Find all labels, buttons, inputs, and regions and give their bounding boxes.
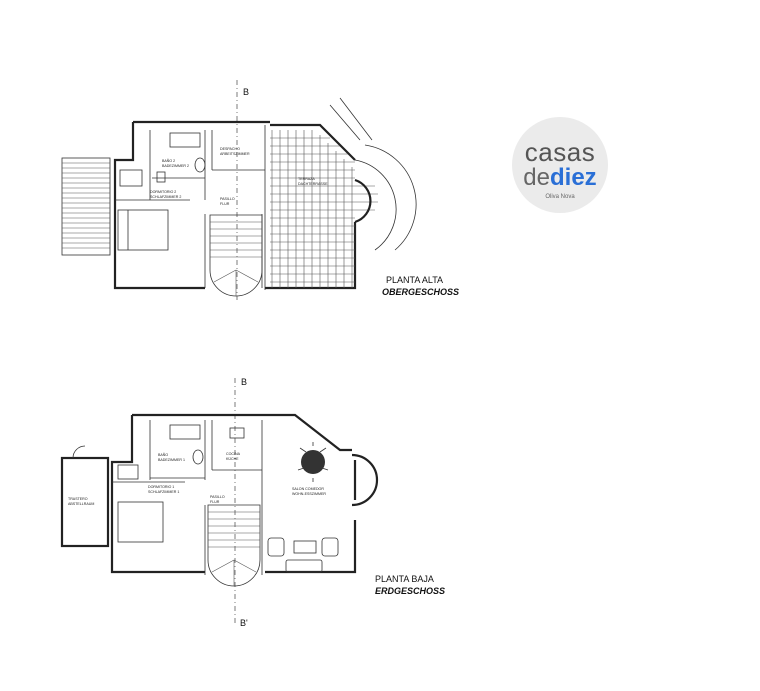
wardrobe [119,169,143,187]
room-label: COCINA [226,452,241,456]
room-label: BADEZIMMER 1 [158,458,185,462]
floor-subtitle: OBERGESCHOSS [382,287,459,297]
terrace-tiles [270,130,378,288]
logo-diez: diez [550,164,597,191]
logo-location: Oliva Nova [545,194,575,200]
room-label: SCHLAFZIMMER 2 [150,195,181,199]
floor-title: PLANTA ALTA [386,275,443,285]
staircase [209,214,263,297]
room-label: PASILLO [210,495,225,499]
armchair [267,537,285,557]
section-mark-bottom: B' [240,618,248,628]
room-label: DORMITORIO 1 [148,485,174,489]
room-label: FLUR [210,500,220,504]
floor-title: PLANTA BAJA [375,574,434,584]
room-label: ARBEITSZIMMER [220,152,250,156]
bed [117,501,164,543]
spiral-stair [329,97,417,251]
room-label: SCHLAFZIMMER 1 [148,490,179,494]
bed [117,209,169,251]
room-label: FLUR [220,202,230,206]
room-label: TRASTERO [68,497,88,501]
outer-wall [113,120,357,290]
room-label: PASILLO [220,197,235,201]
dining-table [301,450,325,474]
room-label: TERRAZA [298,177,315,181]
armchair [321,537,339,557]
upper-floor-plan: B BAÑO 2 BADEZIMMER 2 DESP [61,80,459,300]
coffee-table [293,540,317,554]
logo-line-2: dediez [512,166,608,190]
storage-room [60,456,110,548]
logo-de: de [523,164,550,191]
stove [229,427,245,439]
room-label: DACHTERRASSE [298,182,328,186]
section-mark-top: B [241,377,247,387]
outer-wall [110,413,357,574]
logo-line-1: casas [524,137,596,167]
casas-de-diez-logo: casas dediez Oliva Nova [512,117,608,213]
room-label: WOHN-ESSZIMMER [292,492,326,496]
balcony-hatch [61,157,111,256]
lower-floor-plan: B B' TRASTERO ABSTELLRAUM BAÑO BADEZIMME… [60,377,445,628]
floor-subtitle: ERDGESCHOSS [375,586,445,596]
room-label: DORMITORIO 2 [150,190,176,194]
room-label: ABSTELLRAUM [68,502,94,506]
staircase [207,504,261,587]
room-label: DESPACHO [220,147,240,151]
section-mark: B [243,87,249,97]
room-label: BADEZIMMER 2 [162,164,189,168]
sofa [285,559,323,573]
room-label: BAÑO [158,452,168,457]
room-label: KÜCHE [226,457,239,461]
room-label: SALON COMEDOR [292,487,324,491]
room-label: BAÑO 2 [162,158,175,163]
